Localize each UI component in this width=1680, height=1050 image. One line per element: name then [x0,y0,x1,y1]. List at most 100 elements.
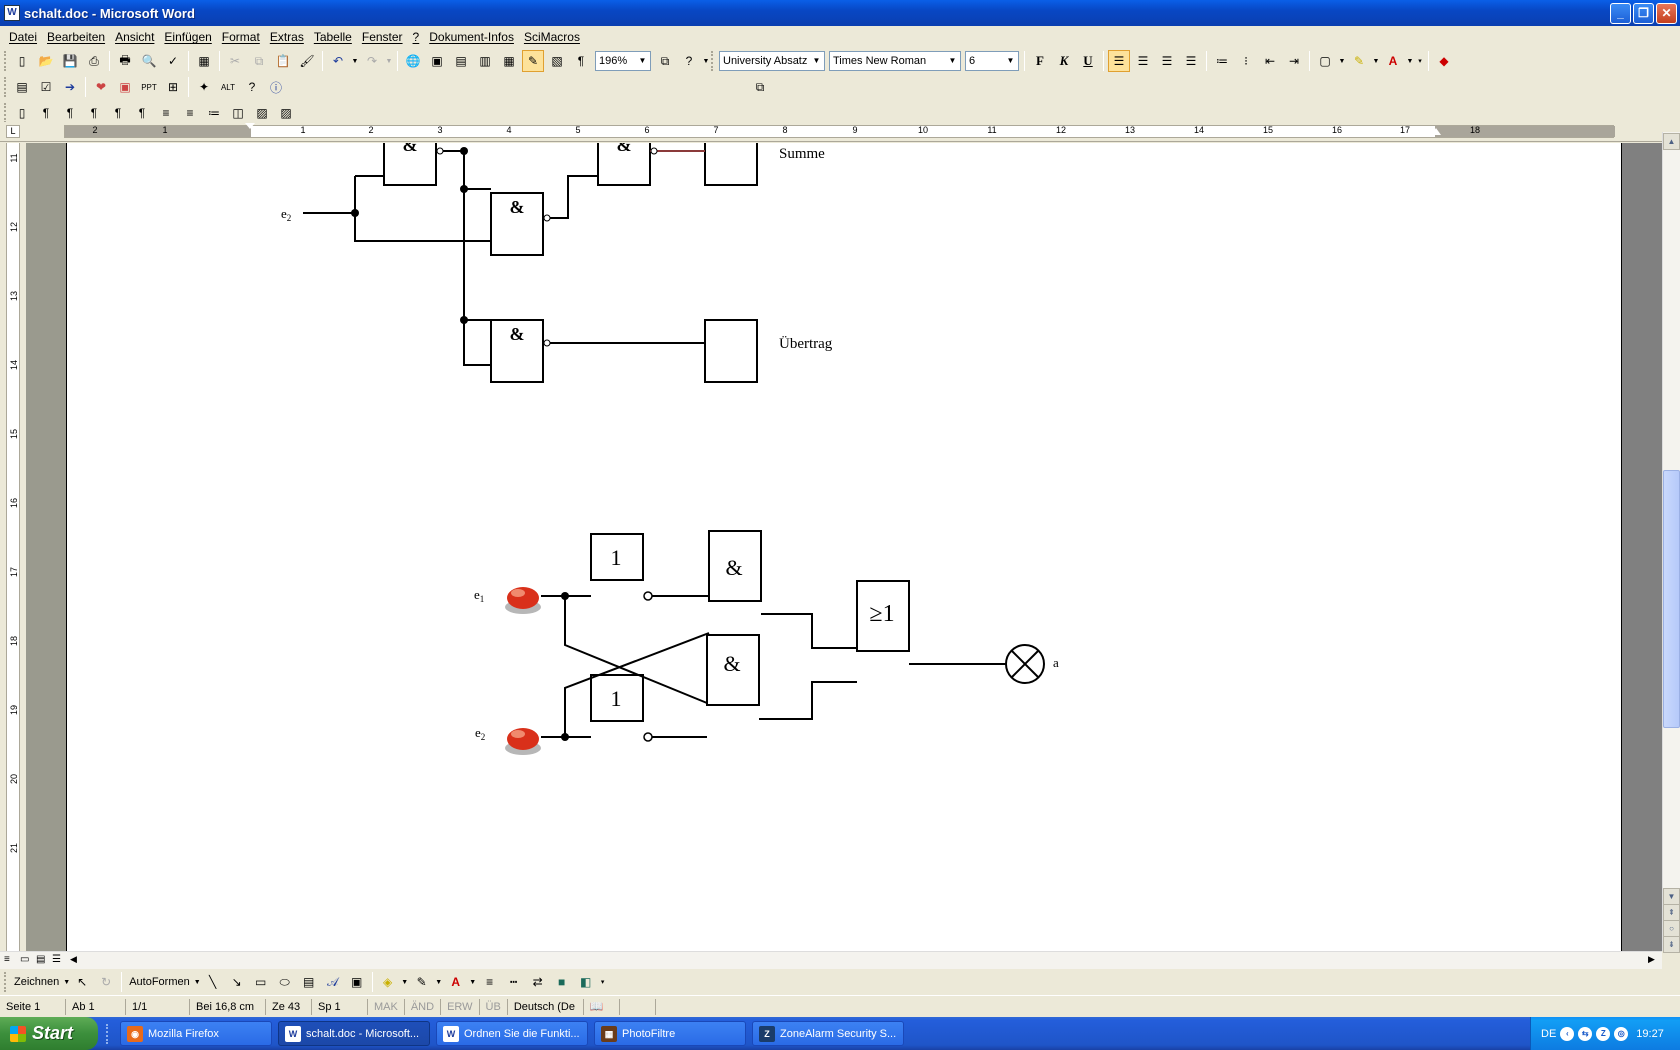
list-style-a-icon[interactable]: ≡ [162,106,170,120]
table-grid-icon[interactable]: ⊞ [167,80,179,94]
shadow-icon[interactable]: ■ [558,975,566,989]
or-gate[interactable] [856,580,910,652]
browse-object-icon[interactable]: ○ [1663,920,1680,937]
tray-arrow-icon[interactable]: ‹ [1560,1026,1575,1041]
menu-dokument-infos[interactable]: Dokument-Infos [429,30,514,44]
borders-icon[interactable]: ▢ [1319,54,1331,68]
and-gate-carry[interactable] [490,319,544,383]
highlight-icon[interactable]: ✎ [1353,54,1365,68]
image-edit-icon[interactable]: ▨ [280,106,292,120]
read-mode-icon[interactable]: ⧉ [660,53,670,68]
autoshapes-menu[interactable]: AutoFormen [129,976,190,988]
normal-view-icon[interactable]: ≡ [4,954,10,965]
task-firefox[interactable]: ◉Mozilla Firefox [120,1021,272,1046]
drawbar-grip[interactable] [4,972,7,992]
right-indent-marker[interactable] [1431,128,1441,135]
fill-dropdown-icon[interactable]: ▼ [401,978,409,986]
draw-font-color-icon[interactable]: A [451,975,460,989]
wordart-icon[interactable]: 𝒜 [326,974,339,989]
borders-dropdown-icon[interactable]: ▼ [1338,57,1346,65]
font-color-icon[interactable]: A [1388,54,1398,68]
calendar-icon[interactable]: ▦ [198,54,210,68]
open-folder-icon[interactable]: 📂 [38,54,54,68]
font-dropdown-icon[interactable]: ▼ [948,56,957,65]
align-center-icon[interactable]: ☰ [1137,54,1149,68]
show-formatting-icon[interactable]: ¶ [577,54,585,68]
drawbar-options-icon[interactable]: ▾ [600,979,605,986]
vertical-scroll-thumb[interactable] [1663,470,1680,728]
autoshapes-dropdown-icon[interactable]: ▼ [193,978,201,986]
draw-font-color-dropdown-icon[interactable]: ▼ [469,978,477,986]
sum-output-box[interactable] [704,132,758,186]
arrow-style-icon[interactable]: ⇄ [532,975,543,989]
tables-borders-icon[interactable]: ▣ [431,54,443,68]
line-color-dropdown-icon[interactable]: ▼ [435,978,443,986]
para-style-0-icon[interactable]: ▯ [18,106,26,120]
horizontal-scrollbar[interactable]: ≡ ▭ ▤ ☰ ◀ ▶ [0,951,1662,969]
menu-ansicht[interactable]: Ansicht [115,30,155,44]
question-icon[interactable]: ? [248,80,256,94]
insert-excel-icon[interactable]: ▥ [479,54,491,68]
fill-color-icon[interactable]: ◈ [383,975,393,989]
pushbutton-e2-icon[interactable] [505,728,541,755]
scroll-right-icon[interactable]: ▶ [1648,954,1655,964]
draw-menu[interactable]: Zeichnen [14,976,60,988]
list-style-c-icon[interactable]: ≔ [208,106,220,120]
columns-icon[interactable]: ▦ [503,54,515,68]
tray-zonealarm-icon[interactable]: Z [1596,1026,1611,1041]
previous-page-icon[interactable]: ⇞ [1663,904,1680,921]
menu-tabelle[interactable]: Tabelle [313,30,352,44]
and-gate-lower[interactable] [706,634,760,706]
info-icon[interactable]: ⓘ [269,80,282,95]
oval-tool-icon[interactable]: ⬭ [279,974,290,989]
font-size-combo[interactable]: 6▼ [965,51,1019,71]
lamp-output-icon[interactable] [1005,644,1045,684]
italic-button[interactable]: K [1059,53,1069,68]
zoom-combo[interactable]: 196%▼ [595,51,651,71]
format-painter-icon[interactable]: 🖌 [299,54,315,68]
zoom-dropdown-icon[interactable]: ▼ [638,56,647,65]
toolbar-options-icon[interactable]: ▼ [702,57,710,65]
style-dropdown-icon[interactable]: ▼ [812,56,821,65]
print-layout-view-icon[interactable]: ▤ [36,954,46,965]
quicklaunch-grip[interactable] [106,1023,114,1044]
para-style-3-icon[interactable]: ¶ [90,106,98,120]
tray-shield-icon[interactable]: ◎ [1614,1026,1629,1041]
close-button[interactable]: ✕ [1656,3,1677,24]
indent-marker[interactable] [245,123,255,139]
line-color-icon[interactable]: ✎ [416,975,427,989]
textbox-tool-icon[interactable]: ▤ [303,975,315,989]
cut-icon[interactable]: ✂ [229,54,241,68]
copy-icon[interactable]: ⧉ [254,53,264,68]
toolbar-more-icon[interactable]: ▾ [1418,58,1422,65]
font-combo[interactable]: Times New Roman▼ [829,51,961,71]
rectangle-tool-icon[interactable]: ▭ [255,975,267,989]
menu-format[interactable]: Format [221,30,260,44]
carry-output-box[interactable] [704,319,758,383]
next-page-icon[interactable]: ⇟ [1663,936,1680,953]
permission-icon[interactable]: ⎙ [89,53,99,68]
status-extend[interactable]: ERW [441,998,480,1015]
menu-extras[interactable]: Extras [269,30,304,44]
line-style-icon[interactable]: ≡ [486,975,494,989]
toolbar-grip[interactable] [4,51,7,71]
drawing-toggle-icon[interactable]: ✎ [522,50,544,72]
toolbar-grip-2[interactable] [4,77,7,97]
task-photofiltre[interactable]: ▦PhotoFiltre [594,1021,746,1046]
numbering-icon[interactable]: ≔ [1216,54,1228,68]
menu-fenster[interactable]: Fenster [361,30,403,44]
tab-selector[interactable]: L [6,125,20,138]
underline-button[interactable]: U [1083,53,1093,68]
scroll-left-icon[interactable]: ◀ [70,954,77,964]
and-gate-mid[interactable] [490,192,544,256]
hyperlink-icon[interactable]: 🌐 [405,54,421,68]
increase-indent-icon[interactable]: ⇥ [1288,54,1300,68]
redo-dropdown-icon[interactable]: ▼ [385,57,393,65]
minimize-button[interactable]: _ [1610,3,1631,24]
para-style-5-icon[interactable]: ¶ [138,106,146,120]
align-right-icon[interactable]: ☰ [1161,54,1173,68]
draw-dropdown-icon[interactable]: ▼ [63,978,71,986]
status-language[interactable]: Deutsch (De [508,998,584,1015]
